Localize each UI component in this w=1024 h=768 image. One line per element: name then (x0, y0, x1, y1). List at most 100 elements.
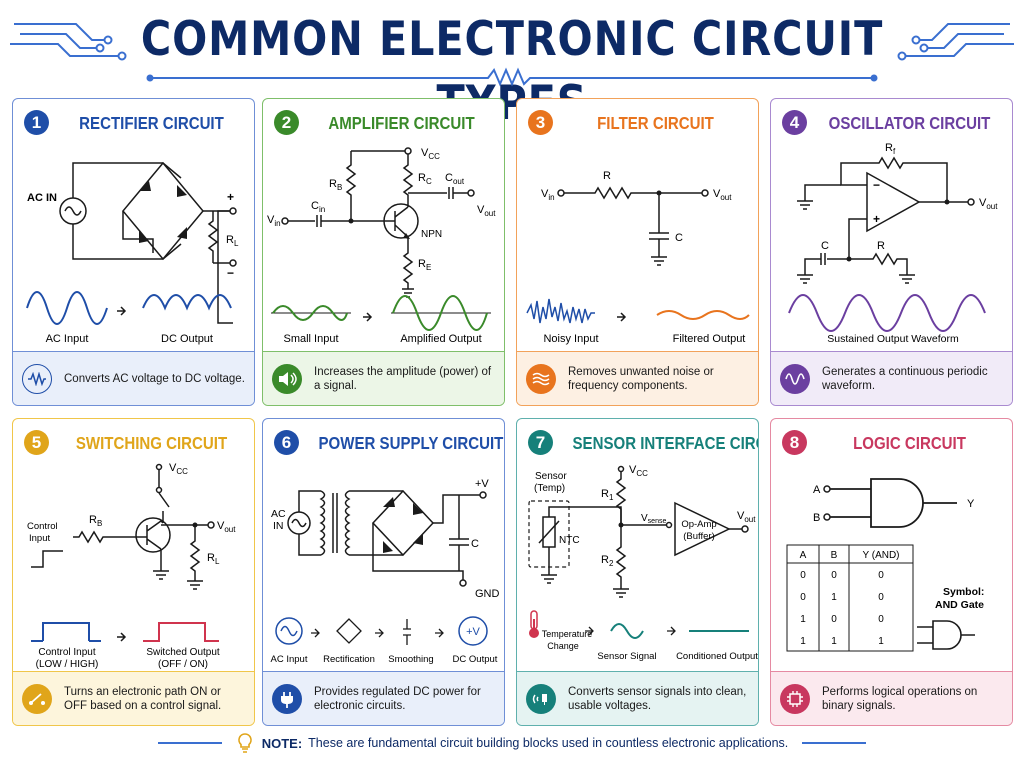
a-input-label: A (813, 484, 821, 496)
step-dc-output: DC Output (453, 654, 498, 665)
title-decoration (10, 23, 1014, 87)
vout-label: Vout (713, 188, 732, 202)
card-amplifier: 2 AMPLIFIER CIRCUIT VCC RB RC Cout Vout … (262, 98, 505, 406)
rl-label: RL (207, 552, 220, 566)
sensor-signal-wave (610, 623, 644, 639)
amplified-output-label: Amplified Output (400, 333, 481, 345)
sine-icon (780, 363, 810, 394)
switched-output-label: Switched Output (146, 647, 220, 658)
card-header: 4 OSCILLATOR CIRCUIT (771, 99, 1012, 147)
vout-label: Vout (217, 520, 236, 534)
in-label: IN (273, 520, 284, 532)
card-number: 1 (24, 110, 49, 135)
small-wave (272, 305, 348, 321)
control-wave (42, 622, 90, 641)
sustained-wave (788, 294, 986, 332)
arrow-icon (117, 306, 127, 316)
card-number: 4 (782, 110, 807, 135)
table-cell: 0 (878, 614, 884, 625)
rf-label: Rf (885, 143, 896, 156)
card-footer: Converts AC voltage to DC voltage. (13, 351, 254, 405)
table-cell: 1 (800, 636, 806, 647)
dc-output-label: DC Output (161, 333, 213, 345)
ntc-label: NTC (559, 535, 580, 546)
vout-label: Vout (979, 197, 998, 211)
filter-diagram: Vin R Vout C Noisy Input Filtered Output (526, 170, 750, 345)
switched-output-state: (OFF / ON) (158, 659, 208, 670)
amplifier-diagram: VCC RB RC Cout Vout Cin Vin NPN RE Small… (267, 147, 496, 345)
ac-input-label: AC Input (46, 333, 89, 345)
note-label: NOTE: (261, 735, 303, 751)
re-label: RE (418, 258, 431, 272)
and-gate-label: AND Gate (935, 599, 984, 611)
rectifier-diagram: AC IN + − RL AC Input DC Output (26, 161, 239, 345)
arrow-icon (667, 626, 676, 636)
ac-label: AC (271, 508, 286, 520)
card-description: Provides regulated DC power for electron… (314, 685, 481, 712)
vcc-label: VCC (629, 464, 648, 478)
minus-label: − (873, 178, 880, 192)
plus-v-label: +V (475, 478, 489, 490)
card-title: OSCILLATOR CIRCUIT (828, 113, 991, 133)
waveform-icon (22, 363, 52, 394)
card-logic: 8 LOGIC CIRCUIT A B Y A B Y (AND) 0 0 0 … (770, 418, 1013, 726)
table-cell: 0 (800, 570, 806, 581)
lightbulb-icon (237, 733, 252, 753)
small-input-label: Small Input (283, 333, 338, 345)
arrow-icon (375, 628, 384, 638)
truth-table: A B Y (AND) 0 0 0 0 1 0 1 0 0 1 1 1 (786, 544, 914, 652)
card-description: Turns an electronic path ON or OFF based… (64, 685, 222, 712)
r-label: R (877, 240, 885, 252)
divider (157, 742, 222, 744)
vin-label: Vin (267, 214, 281, 228)
plus-label: + (227, 190, 234, 204)
b-input-label: B (813, 512, 820, 524)
switched-wave (143, 622, 219, 642)
card-number: 2 (274, 110, 299, 135)
card-title: AMPLIFIER CIRCUIT (328, 113, 475, 133)
table-cell: 0 (831, 570, 837, 581)
card-header: 1 RECTIFIER CIRCUIT (13, 99, 254, 147)
r-label: R (603, 170, 611, 182)
divider (802, 742, 867, 744)
cin-label: Cin (311, 200, 325, 214)
arrow-icon (311, 628, 320, 638)
card-title: SENSOR INTERFACE CIRCUIT (572, 433, 758, 453)
switching-diagram: VCC RB Vout RL Control Input Control Inp… (27, 463, 236, 670)
vsense-label: Vsense (641, 513, 666, 525)
noisy-input-label: Noisy Input (543, 333, 598, 345)
card-header: 7 SENSOR INTERFACE CIRCUIT (517, 419, 758, 467)
oscillator-diagram: − + Rf Vout C R Sustained Output Wavefor… (788, 143, 998, 345)
sensor-signal-label: Sensor Signal (597, 651, 656, 662)
plug-icon (272, 683, 302, 714)
c-label: C (821, 240, 829, 252)
card-title: SWITCHING CIRCUIT (75, 433, 228, 453)
card-filter: 3 FILTER CIRCUIT Vin R Vout C Noisy Inpu… (516, 98, 759, 406)
temp-label: (Temp) (534, 483, 565, 494)
card-footer: Converts sensor signals into clean, usab… (517, 671, 758, 725)
control-input-state: (LOW / HIGH) (36, 659, 99, 670)
rb-label: RB (89, 514, 102, 528)
ac-in-label: AC IN (27, 192, 57, 204)
card-description: Increases the amplitude (power) of a sig… (314, 365, 492, 392)
cout-label: Cout (445, 172, 465, 186)
table-header-a: A (800, 550, 807, 561)
card-header: 3 FILTER CIRCUIT (517, 99, 758, 147)
card-header: 8 LOGIC CIRCUIT (771, 419, 1012, 467)
card-title: RECTIFIER CIRCUIT (79, 113, 224, 133)
filtered-wave (656, 310, 750, 320)
input-label: Input (29, 533, 50, 544)
gnd-label: GND (475, 588, 500, 600)
table-cell: 1 (831, 636, 837, 647)
control-input-label: Control Input (38, 647, 95, 658)
card-title: LOGIC CIRCUIT (853, 433, 966, 453)
card-oscillator: 4 OSCILLATOR CIRCUIT − + Rf Vout C R Sus… (770, 98, 1013, 406)
card-header: 5 SWITCHING CIRCUIT (13, 419, 254, 467)
table-cell: 0 (878, 592, 884, 603)
thermometer-icon (529, 610, 539, 638)
card-footer: Increases the amplitude (power) of a sig… (263, 351, 504, 405)
npn-label: NPN (421, 229, 442, 240)
amplified-wave (392, 295, 488, 331)
table-cell: 0 (831, 614, 837, 625)
card-footer: Generates a continuous periodic waveform… (771, 351, 1012, 405)
